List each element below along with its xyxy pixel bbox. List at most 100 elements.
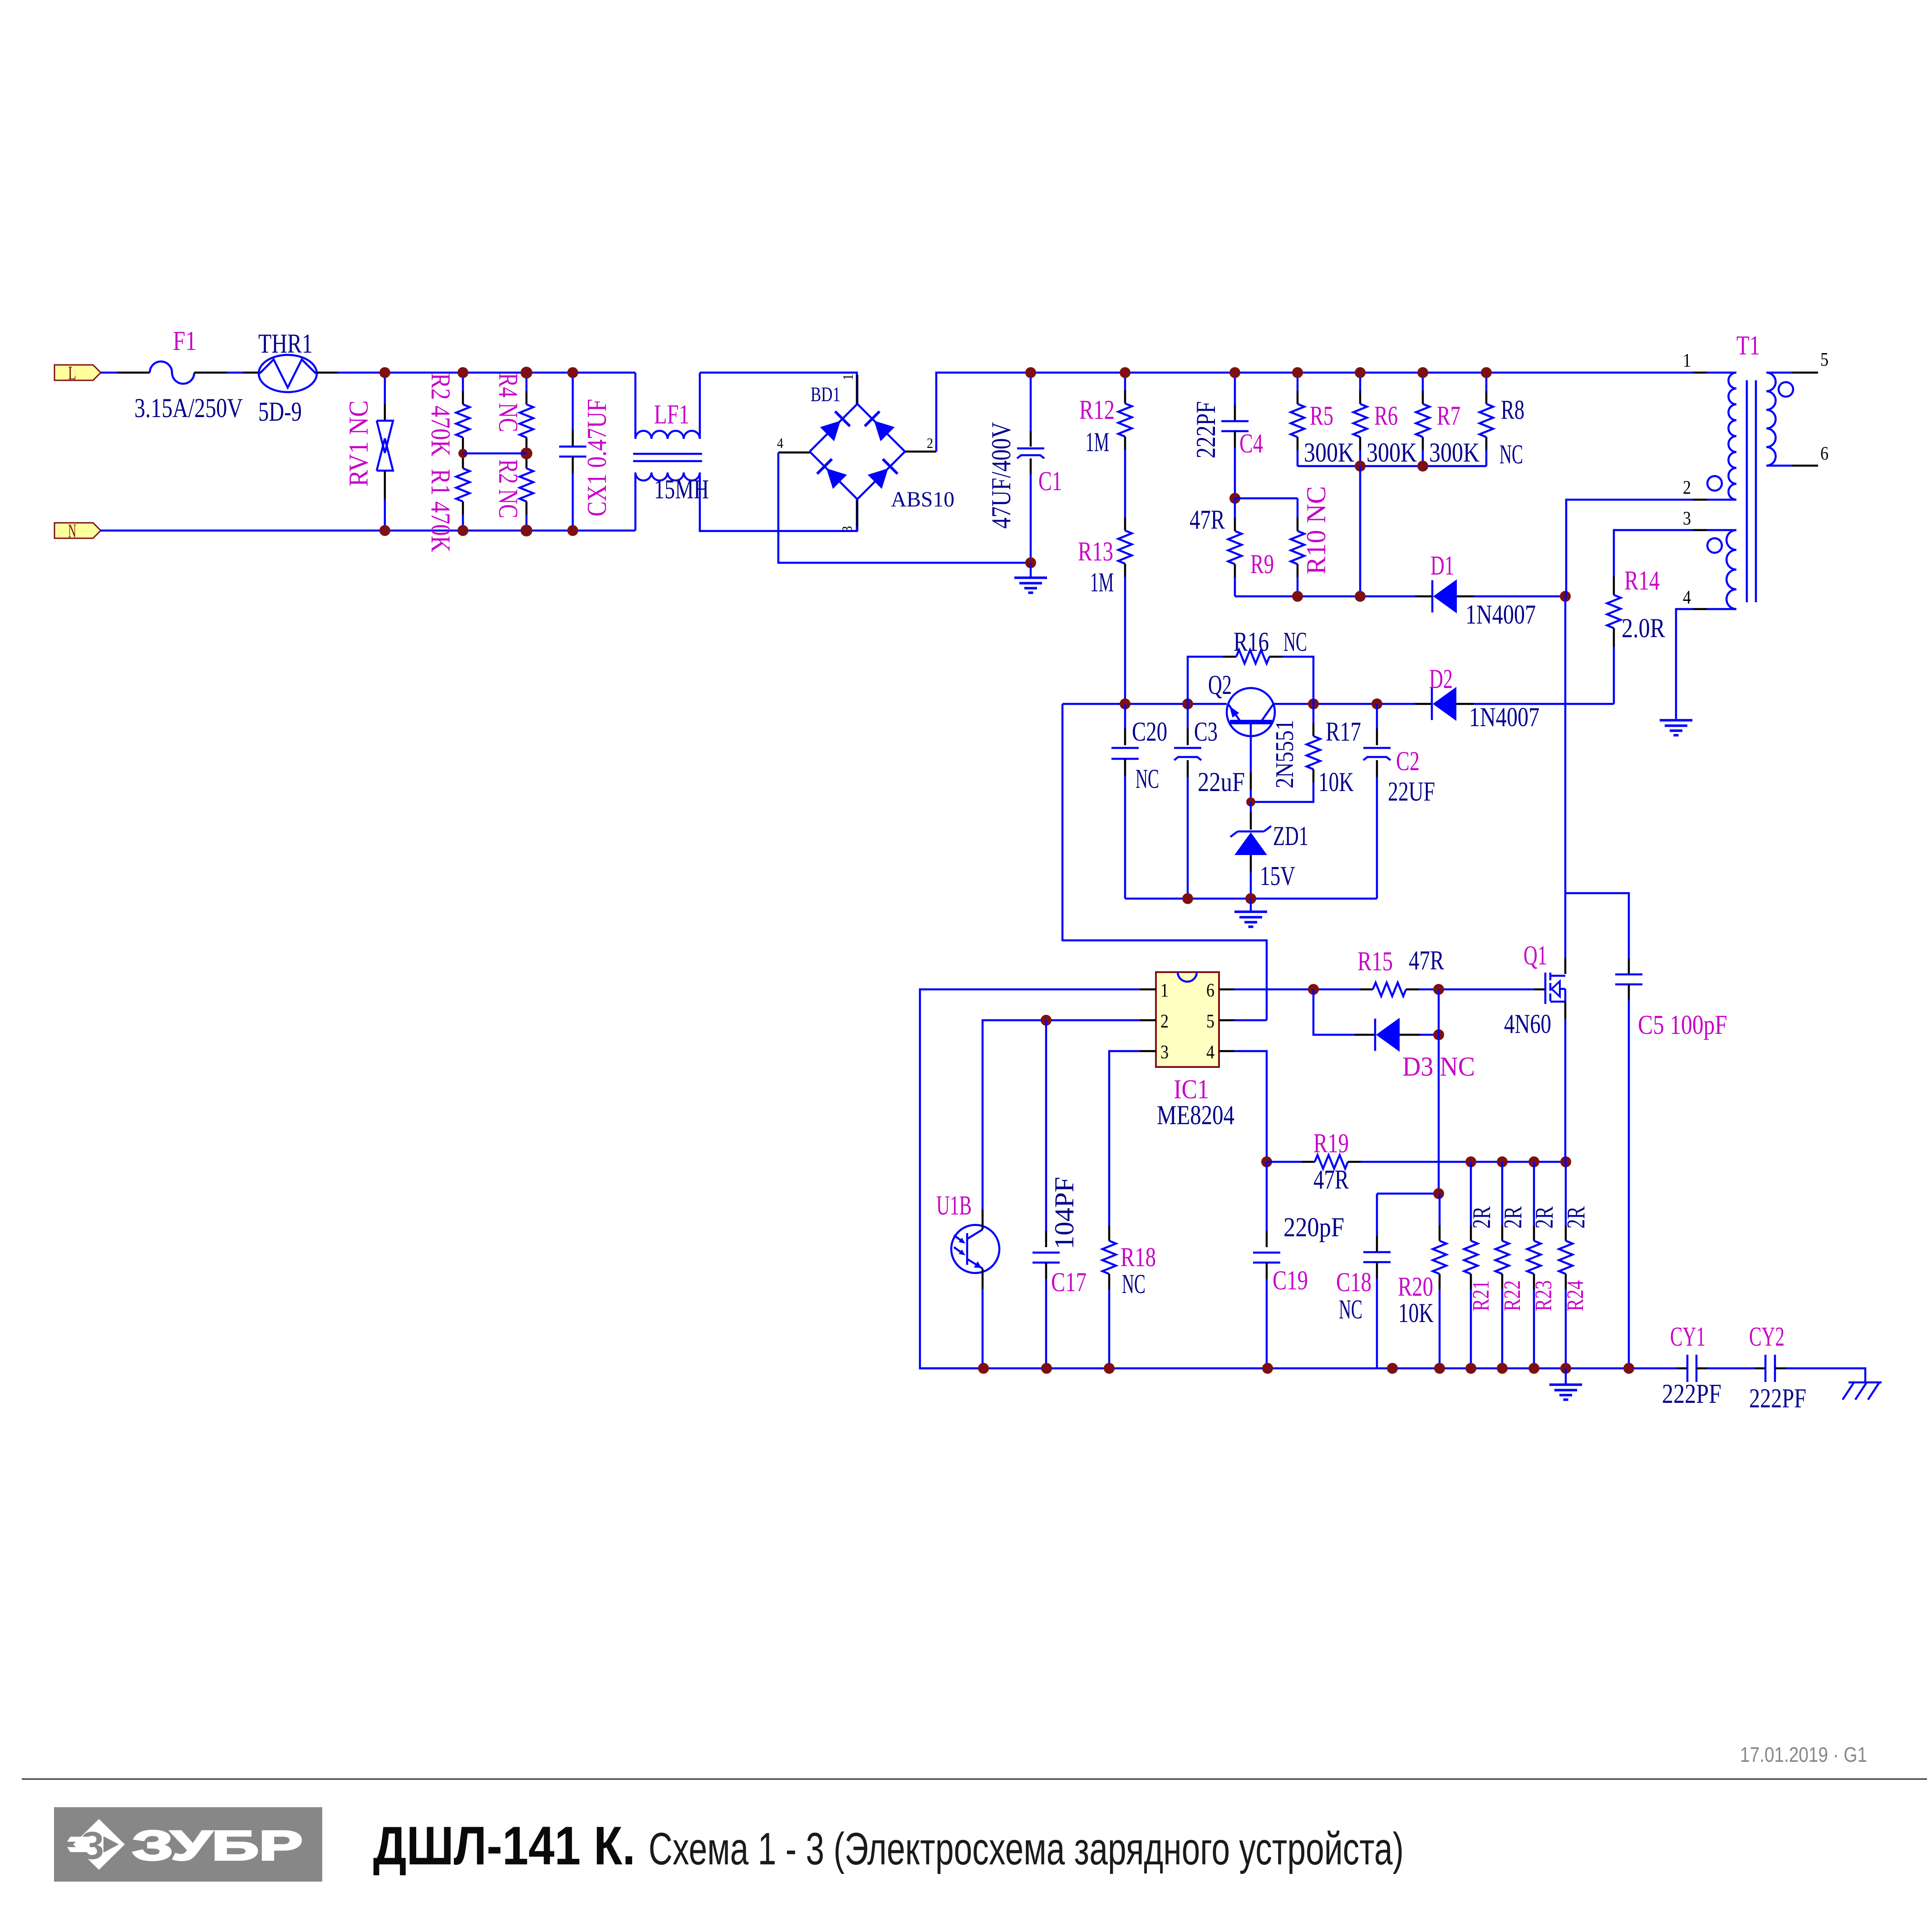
svg-text:NC: NC: [1499, 439, 1523, 469]
svg-text:2R: 2R: [1499, 1206, 1527, 1229]
svg-text:R18: R18: [1121, 1242, 1156, 1272]
svg-text:D1: D1: [1431, 551, 1454, 580]
svg-text:R19: R19: [1313, 1128, 1349, 1158]
svg-text:3: 3: [839, 526, 855, 532]
svg-text:5D-9: 5D-9: [258, 397, 302, 427]
svg-text:1: 1: [1160, 980, 1169, 1001]
svg-text:L: L: [68, 363, 76, 384]
svg-text:C2: C2: [1396, 746, 1420, 776]
svg-text:R2 NC: R2 NC: [493, 459, 523, 518]
svg-text:300K: 300K: [1367, 438, 1417, 467]
svg-text:2.0R: 2.0R: [1622, 613, 1665, 643]
svg-text:R12: R12: [1079, 395, 1115, 425]
svg-text:THR1: THR1: [258, 329, 313, 359]
svg-text:R23: R23: [1531, 1280, 1557, 1311]
svg-text:300K: 300K: [1304, 438, 1354, 467]
svg-text:R7: R7: [1437, 401, 1460, 431]
svg-text:2: 2: [1160, 1011, 1169, 1032]
svg-text:NC: NC: [1283, 627, 1307, 657]
svg-text:C20: C20: [1132, 717, 1167, 747]
svg-text:1N4007: 1N4007: [1469, 702, 1539, 732]
svg-text:3: 3: [1160, 1042, 1169, 1063]
svg-text:T1: T1: [1736, 330, 1760, 360]
svg-text:4: 4: [1683, 587, 1691, 608]
svg-text:C1: C1: [1038, 466, 1062, 496]
svg-text:10K: 10K: [1318, 767, 1354, 797]
svg-text:222PF: 222PF: [1191, 401, 1221, 458]
svg-text:C5 100pF: C5 100pF: [1638, 1010, 1727, 1040]
svg-text:2R: 2R: [1530, 1206, 1558, 1229]
svg-text:D2: D2: [1429, 664, 1453, 694]
svg-text:R10 NC: R10 NC: [1301, 486, 1331, 575]
svg-text:R21: R21: [1468, 1280, 1494, 1311]
svg-text:U1B: U1B: [936, 1190, 972, 1220]
svg-text:22uF: 22uF: [1198, 767, 1245, 797]
svg-text:LF1: LF1: [654, 399, 689, 429]
svg-text:R5: R5: [1310, 401, 1333, 431]
svg-text:R14: R14: [1624, 565, 1660, 595]
svg-text:ДШЛ-141 К.: ДШЛ-141 К.: [373, 1815, 635, 1876]
svg-text:1M: 1M: [1090, 567, 1114, 597]
svg-text:3.15A/250V: 3.15A/250V: [134, 393, 243, 423]
svg-text:Схема 1 - 3 (Электросхема заря: Схема 1 - 3 (Электросхема зарядного устр…: [649, 1824, 1404, 1874]
svg-text:З: З: [80, 1824, 104, 1868]
svg-text:C17: C17: [1051, 1267, 1086, 1297]
svg-text:IC1: IC1: [1174, 1074, 1209, 1104]
svg-text:R20: R20: [1398, 1272, 1433, 1302]
svg-text:CY2: CY2: [1749, 1322, 1785, 1352]
svg-text:104PF: 104PF: [1049, 1177, 1079, 1249]
svg-text:222PF: 222PF: [1749, 1383, 1806, 1413]
svg-text:47UF/400V: 47UF/400V: [986, 422, 1016, 529]
svg-text:1: 1: [1683, 350, 1691, 371]
svg-text:Q2: Q2: [1208, 670, 1232, 700]
svg-text:1N4007: 1N4007: [1465, 600, 1536, 629]
svg-text:R4 NC: R4 NC: [493, 373, 523, 432]
svg-text:NC: NC: [1339, 1294, 1362, 1324]
svg-text:ABS10: ABS10: [891, 487, 954, 511]
svg-text:2N5551: 2N5551: [1271, 720, 1299, 788]
svg-text:R8: R8: [1501, 395, 1524, 425]
svg-text:4: 4: [777, 435, 783, 451]
svg-text:2: 2: [1683, 477, 1691, 498]
svg-text:Q1: Q1: [1524, 940, 1547, 970]
svg-text:220pF: 220pF: [1283, 1212, 1344, 1242]
svg-text:C4: C4: [1239, 428, 1263, 458]
svg-text:2R: 2R: [1468, 1206, 1496, 1229]
svg-text:2: 2: [927, 435, 933, 451]
svg-text:6: 6: [1820, 443, 1829, 464]
svg-text:3: 3: [1683, 508, 1691, 529]
svg-text:5: 5: [1820, 349, 1829, 370]
svg-text:BD1: BD1: [811, 383, 841, 406]
svg-text:10K: 10K: [1398, 1298, 1434, 1328]
svg-text:47R: 47R: [1409, 945, 1444, 975]
svg-text:222PF: 222PF: [1662, 1379, 1721, 1409]
svg-text:47R: 47R: [1190, 505, 1225, 535]
svg-text:R1 470K: R1 470K: [426, 469, 456, 552]
svg-text:2R: 2R: [1562, 1206, 1590, 1229]
svg-text:ME8204: ME8204: [1157, 1100, 1234, 1130]
svg-text:C3: C3: [1194, 717, 1218, 747]
svg-text:1: 1: [840, 374, 856, 380]
svg-text:4N60: 4N60: [1504, 1009, 1551, 1039]
svg-text:C18: C18: [1336, 1267, 1372, 1297]
svg-text:R16: R16: [1234, 627, 1269, 657]
svg-text:300K: 300K: [1429, 438, 1480, 467]
svg-text:NC: NC: [1136, 764, 1159, 794]
svg-text:C19: C19: [1273, 1265, 1308, 1295]
svg-text:17.01.2019 · G1: 17.01.2019 · G1: [1740, 1743, 1867, 1766]
svg-text:D3 NC: D3 NC: [1402, 1052, 1475, 1082]
svg-text:22UF: 22UF: [1388, 777, 1435, 806]
svg-text:6: 6: [1206, 980, 1214, 1001]
svg-text:R24: R24: [1563, 1280, 1588, 1311]
svg-text:R15: R15: [1357, 946, 1393, 976]
svg-text:F1: F1: [173, 326, 197, 356]
svg-text:CX1 0.47UF: CX1 0.47UF: [582, 399, 612, 516]
svg-text:5: 5: [1206, 1011, 1214, 1032]
svg-text:1M: 1M: [1086, 427, 1109, 457]
svg-text:NC: NC: [1122, 1269, 1145, 1299]
svg-text:R6: R6: [1374, 401, 1398, 431]
svg-text:R13: R13: [1078, 536, 1113, 566]
svg-text:ZD1: ZD1: [1273, 821, 1308, 851]
svg-text:RV1 NC: RV1 NC: [344, 400, 374, 487]
svg-text:R22: R22: [1499, 1280, 1525, 1311]
